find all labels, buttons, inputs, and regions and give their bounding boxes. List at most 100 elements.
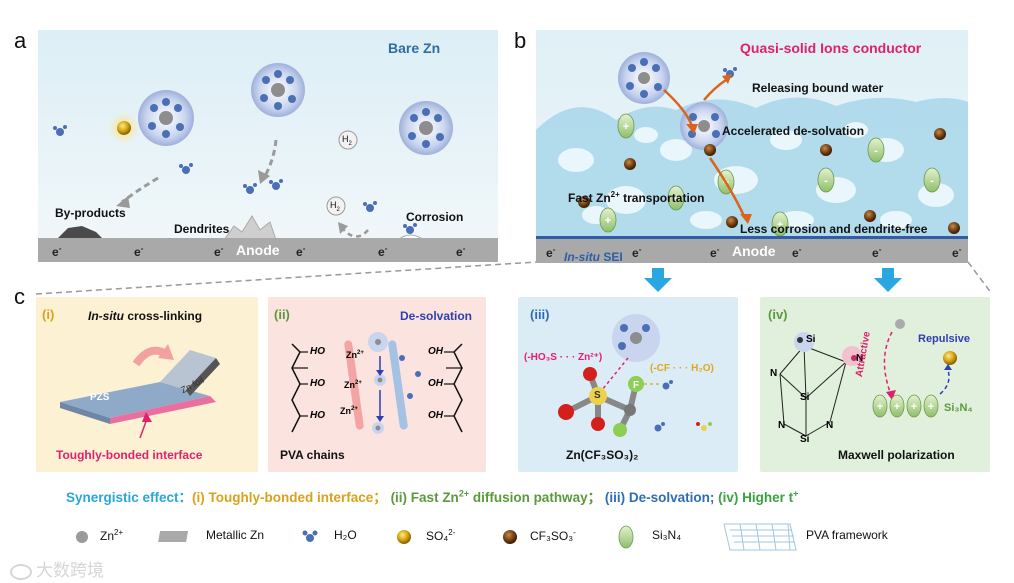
synergy-statement: Synergistic effect：(i) Toughly-bonded in… (66, 486, 798, 506)
sulfate-icon (397, 530, 411, 544)
svg-text:+: + (605, 215, 611, 227)
svg-text:+: + (777, 219, 783, 231)
zn-ion-icon (76, 531, 88, 543)
ho-label: HO (310, 410, 325, 421)
zn-ion-label: Zn2+ (346, 350, 364, 360)
water-molecule-icon (302, 530, 318, 542)
sei-layer (536, 236, 968, 239)
si-label: Si (806, 334, 816, 345)
down-arrow-icon (874, 268, 902, 292)
oh-label: OH (428, 378, 443, 389)
anode-b-label: Anode (732, 243, 776, 259)
oh-label: OH (428, 346, 443, 357)
electron-label: e- (632, 245, 642, 260)
n-label: N (770, 368, 778, 379)
electron-label: e- (952, 245, 962, 260)
fast-transport-label: Fast Zn2+ transportation (568, 190, 705, 205)
ho-label: HO (310, 378, 325, 389)
electron-label: e- (456, 244, 466, 259)
h2-label-top: H2 (342, 134, 352, 147)
electron-label: e- (710, 245, 720, 260)
panel-c-letter: c (14, 284, 25, 309)
si3n4-polarization-illustration: + + + + (779, 319, 957, 437)
svg-text:+: + (673, 193, 679, 205)
panel-b-illustration: +++ --- ++ (536, 52, 968, 253)
sub-iii-formula: Zn(CF₃SO₃)₂ (566, 448, 639, 462)
si-label: Si (800, 434, 810, 445)
sub-i-tag: (i) (42, 307, 55, 322)
legend-metallic: Metallic Zn (206, 528, 265, 542)
electron-label: e- (872, 245, 882, 260)
fluorine-label: F (633, 380, 640, 391)
legend-icons (76, 523, 797, 551)
svg-text:-: - (824, 175, 828, 187)
svg-text:+: + (911, 401, 917, 413)
metallic-zn-icon (158, 531, 189, 542)
panel-b-letter: b (514, 28, 527, 53)
svg-text:+: + (623, 121, 629, 133)
electron-label: e- (378, 244, 388, 259)
electron-label: e- (214, 244, 224, 259)
sub-iv-tag: (iv) (768, 307, 788, 322)
synergy-prefix: Synergistic effect： (66, 490, 193, 505)
panel-b-title: Quasi-solid Ions conductor (740, 40, 922, 56)
si3n4-label: Si₃N₄ (944, 402, 973, 414)
synergy-iii: (iii) De-solvation; (604, 490, 715, 505)
sulfur-label: S (594, 390, 601, 401)
anode-a-label: Anode (236, 242, 280, 258)
sub-ii-caption: PVA chains (280, 448, 345, 462)
pzs-label: PZS (90, 392, 110, 403)
sub-i-title: In-situ cross-linking (88, 309, 203, 323)
electron-label: e- (546, 245, 556, 260)
oh-label: OH (428, 410, 443, 421)
n-label: N (856, 353, 864, 364)
anode-a (38, 238, 498, 262)
synergy-iv: (iv) Higher t+ (718, 488, 799, 506)
watermark: 大数跨境 (10, 556, 104, 581)
si-label: Si (800, 392, 810, 403)
h2-label-mid: H2 (330, 200, 340, 213)
anode-b (536, 239, 968, 263)
electron-label: e- (792, 245, 802, 260)
pzs-laminate-illustration (60, 344, 220, 439)
sub-iii-tag: (iii) (530, 307, 550, 322)
svg-text:-: - (874, 145, 878, 157)
legend-h2o: H₂O (334, 528, 357, 542)
electron-label: e- (52, 244, 62, 259)
corrosion-label: Corrosion (406, 210, 464, 224)
n-label: N (778, 420, 786, 431)
synergy-ii: (ii) Fast Zn2+ diffusion pathway； (390, 488, 602, 506)
svg-text:+: + (894, 401, 900, 413)
panel-a-letter: a (14, 28, 27, 53)
byproducts-label: By-products (55, 206, 126, 220)
sub-ii-title: De-solvation (400, 309, 473, 323)
electron-label: e- (134, 244, 144, 259)
solvation-sheath-icon (138, 90, 194, 146)
si3n4-icon (618, 525, 634, 549)
sub-ii-tag: (ii) (274, 307, 290, 322)
legend-so4: SO₄2- (426, 528, 456, 543)
zoom-connector (35, 261, 993, 295)
synergy-i: (i) Toughly-bonded interface； (192, 490, 387, 505)
electron-label: e- (296, 244, 306, 259)
pva-framework-icon (723, 523, 797, 551)
releasing-label: Releasing bound water (752, 81, 884, 95)
cf-interaction-label: (-CF · · · H₂O) (650, 363, 714, 374)
zn-triflate-molecule-illustration (558, 314, 712, 437)
panel-a-title: Bare Zn (388, 40, 441, 56)
ho-label: HO (310, 346, 325, 357)
less-corrosion-label: Less corrosion and dendrite-free (740, 222, 928, 236)
svg-text:+: + (928, 401, 934, 413)
subpanel-i (36, 297, 258, 472)
svg-text:+: + (877, 401, 883, 413)
watermark-logo-icon (10, 563, 32, 580)
dendrites-label: Dendrites (174, 222, 230, 236)
insitu-sei-label: In-situ SEI (564, 250, 623, 264)
n-label: N (826, 420, 834, 431)
pva-chain-illustration (291, 332, 463, 434)
legend-cf3: CF₃SO₃- (530, 528, 576, 543)
down-arrow-icon (644, 268, 672, 292)
svg-text:-: - (930, 175, 934, 187)
legend-si3n4: Si₃N₄ (652, 528, 682, 542)
sulfonate-interaction-label: (-HO₃S · · · Zn²⁺) (524, 352, 603, 363)
